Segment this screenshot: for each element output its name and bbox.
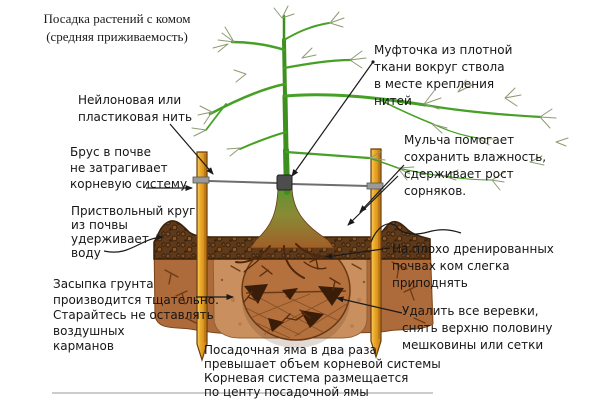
right-stake [370, 148, 382, 360]
label-planting-pit-caption: Посадочная яма в два раза превышает объе… [204, 343, 441, 399]
trunk-muff [276, 174, 293, 191]
arrow-nylon-thread [169, 123, 214, 175]
root-crown [235, 187, 335, 279]
label-beam-in-soil: Брус в почве не затрагивает корневую сис… [70, 145, 188, 191]
arrow-mulch-1 [359, 164, 405, 213]
guy-wire [208, 180, 370, 187]
arrow-muff [291, 61, 374, 177]
arrow-remove-ropes [336, 296, 403, 314]
soil-root-squiggles [164, 261, 426, 324]
tree-trunk [282, 14, 290, 195]
arrow-mulch-2 [347, 175, 399, 226]
tree-branches [205, 22, 543, 181]
label-backfill: Засыпка грунта производится тщательно. С… [53, 277, 219, 353]
tree-twigs [191, 5, 569, 191]
label-poor-drainage: На плохо дренированных почвах ком слегка… [392, 242, 554, 290]
muff-leader-dot [371, 60, 375, 64]
annotation-arrows [103, 60, 462, 314]
diagram-title: Посадка растений с комом (средняя прижив… [43, 11, 191, 44]
label-watering-ring: Приствольный круг из почвы удерживает во… [71, 204, 196, 260]
arrow-watering-ring [103, 234, 164, 253]
left-wire-clamp [192, 176, 210, 184]
right-wire-clamp [366, 182, 384, 190]
tree [191, 5, 569, 195]
label-nylon-thread: Нейлоновая или пластиковая нить [78, 93, 193, 124]
label-remove-ropes: Удалить все веревки, снять верхню полови… [402, 304, 553, 352]
left-stake [196, 151, 208, 363]
ball-lower-shade [242, 292, 350, 348]
leader-drainage-curve [370, 223, 462, 243]
label-trunk-muff: Муфточка из плотной ткани вокруг ствола … [374, 43, 513, 108]
arrow-drainage [325, 247, 391, 260]
label-mulch: Мульча помогает сохранить влажность, сде… [404, 133, 547, 198]
root-ball [241, 239, 351, 348]
